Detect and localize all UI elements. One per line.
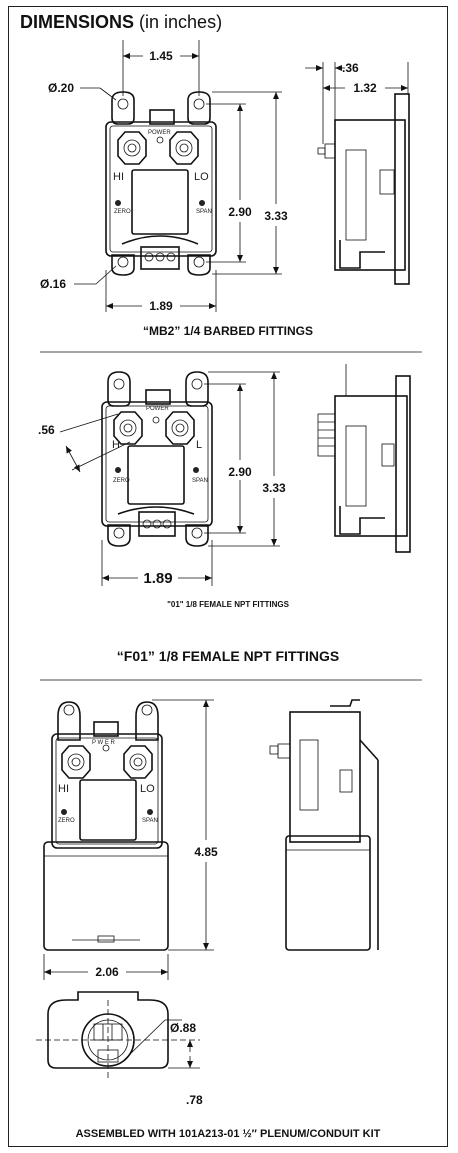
dim-side-offset: .36 [342, 61, 359, 75]
span-label: SPAN [192, 478, 208, 484]
mb2-side-view: .36 1.32 [305, 61, 410, 285]
conduit-bottom-view: Ø.88 .78 [36, 991, 203, 1107]
zero-label: ZERO [58, 818, 75, 824]
assembled-dimensions: 4.85 2.06 [43, 699, 218, 980]
power-label: POWER [146, 406, 169, 412]
mb2-front-view: POWER HI LO ZERO SPAN [105, 91, 217, 276]
dim-offset: .78 [186, 1093, 203, 1107]
mb2-dimensions: 1.45 Ø.20 Ø.16 1.89 2.90 3.33 [40, 40, 288, 313]
dim-side-depth: 1.32 [353, 81, 377, 95]
dim-conduit: Ø.88 [170, 1021, 196, 1035]
dim-height-inner: 2.90 [228, 465, 252, 479]
dim-hole-top: Ø.20 [48, 81, 74, 95]
hi-label: H [112, 439, 120, 451]
power-label: P W E R [92, 740, 116, 746]
conduit-kit-caption: ASSEMBLED WITH 101A213-01 ½″ PLENUM/COND… [75, 1128, 381, 1140]
span-label: SPAN [142, 818, 158, 824]
lo-label: L [196, 439, 202, 451]
f01-caption: “F01” 1/8 FEMALE NPT FITTINGS [116, 648, 340, 664]
zero-label: ZERO [114, 209, 131, 215]
dim-width-bottom: 1.89 [149, 299, 173, 313]
dim-width-bottom: 1.89 [143, 570, 172, 587]
power-label: POWER [148, 130, 171, 136]
assembled-front-view: P W E R HI LO ZERO SPAN [43, 701, 169, 951]
dim-width: 2.06 [95, 965, 119, 979]
dim-height: 4.85 [194, 845, 218, 859]
dim-height-inner: 2.90 [228, 205, 252, 219]
mb2-caption: “MB2” 1/4 BARBED FITTINGS [142, 324, 313, 338]
f01-small-caption: "01" 1/8 FEMALE NPT FITTINGS [167, 600, 289, 609]
sheet-frame [8, 6, 448, 1147]
f01-dimensions: .56 2.90 3.33 1.89 [38, 371, 286, 587]
dim-height-outer: 3.33 [262, 481, 286, 495]
title-main: DIMENSIONS [20, 12, 135, 32]
title-sub: (in inches) [139, 12, 223, 32]
f01-side-view [317, 364, 411, 553]
lo-label: LO [194, 171, 209, 183]
span-label: SPAN [196, 209, 212, 215]
hi-label: HI [58, 783, 69, 795]
lo-label: LO [140, 783, 155, 795]
dim-fitting: .56 [38, 423, 55, 437]
page-title: DIMENSIONS (in inches) [20, 12, 222, 33]
dim-height-outer: 3.33 [264, 209, 288, 223]
f01-front-view: POWER H L ZERO SPAN [101, 371, 213, 547]
hi-label: HI [113, 171, 124, 183]
zero-label: ZERO [113, 478, 130, 484]
dim-hole-bottom: Ø.16 [40, 277, 66, 291]
dim-width-top: 1.45 [149, 49, 173, 63]
assembled-side-view [269, 699, 379, 951]
